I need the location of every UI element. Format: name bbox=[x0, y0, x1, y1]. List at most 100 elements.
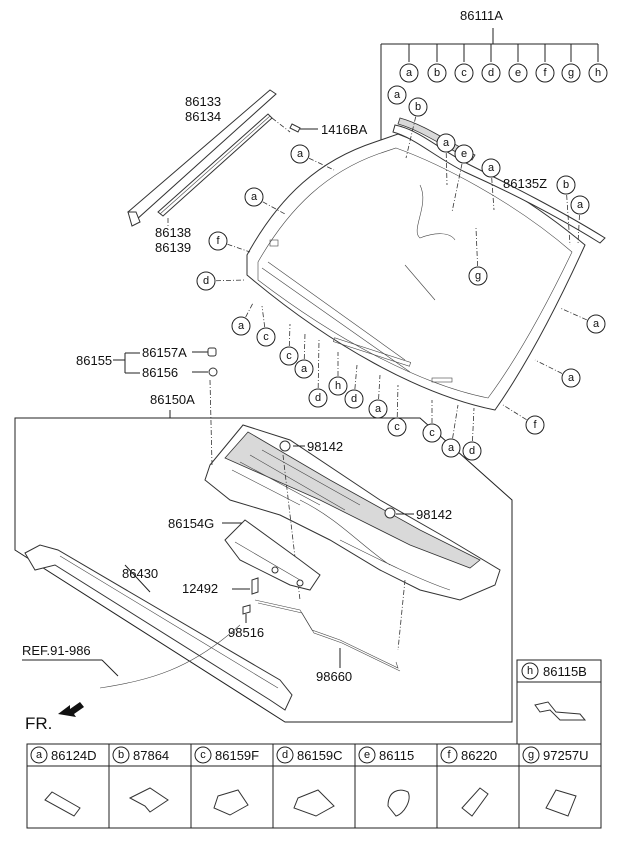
legend-part-number: 86115 bbox=[379, 748, 414, 763]
legend-part-number: 97257U bbox=[543, 748, 589, 763]
callout-bubble bbox=[231, 316, 251, 336]
moulding-label-86138: 86138 bbox=[155, 225, 191, 240]
callout-letter: a bbox=[301, 363, 308, 375]
callout-bubble bbox=[556, 175, 576, 195]
legend-letter-circle bbox=[522, 746, 540, 764]
bolt-label: 1416BA bbox=[321, 122, 368, 137]
screw-label: 12492 bbox=[182, 581, 218, 596]
grommet-label-1: 98142 bbox=[307, 439, 343, 454]
callout-bubble bbox=[256, 327, 276, 347]
legend-part-icon bbox=[213, 789, 249, 816]
legend-letter-circle bbox=[358, 746, 376, 764]
legend-part-icon bbox=[387, 789, 410, 817]
letter-h: h bbox=[595, 67, 601, 79]
callout-bubble bbox=[436, 133, 456, 153]
front-indicator: FR. bbox=[25, 702, 84, 733]
callout-leader bbox=[565, 184, 571, 246]
callout-letter: a bbox=[297, 148, 304, 160]
legend-letter-circle bbox=[194, 746, 212, 764]
callout-letter: d bbox=[203, 275, 209, 287]
callout-leader bbox=[577, 204, 581, 245]
moulding-label-86139: 86139 bbox=[155, 240, 191, 255]
callout-bubble bbox=[441, 438, 461, 458]
callout-leader bbox=[303, 332, 306, 370]
legend-part-icon bbox=[545, 789, 577, 817]
callout-bubble bbox=[586, 314, 606, 334]
legend-letter-circle bbox=[276, 746, 294, 764]
screw-12492: 12492 bbox=[182, 577, 259, 596]
callout-letter: a bbox=[577, 199, 584, 211]
nozzle-label: 98516 bbox=[228, 625, 264, 640]
side-moulding: 86133 86134 86138 86139 bbox=[127, 89, 291, 255]
callout-bubble bbox=[570, 195, 590, 215]
cowl-sub-label-86156: 86156 bbox=[142, 365, 178, 380]
legend-part-icon bbox=[461, 787, 489, 817]
callout-leader bbox=[205, 279, 246, 282]
callout-letter: f bbox=[216, 235, 220, 247]
letter-c: c bbox=[461, 67, 467, 79]
callout-letter: d bbox=[351, 393, 357, 405]
callout-bubble bbox=[328, 376, 348, 396]
callout-bubble bbox=[422, 423, 442, 443]
callout-letter: c bbox=[394, 421, 400, 433]
callout-letter: b bbox=[563, 179, 569, 191]
callout-bubble bbox=[387, 417, 407, 437]
legend-part-number: 86220 bbox=[461, 748, 497, 763]
callout-bubble bbox=[279, 346, 299, 366]
callout-letter: a bbox=[593, 318, 600, 330]
cover-label: 86154G bbox=[168, 516, 214, 531]
legend-letter: e bbox=[364, 749, 370, 761]
nozzle-and-hose: 98516 98660 bbox=[228, 599, 401, 684]
legend-part-number: 87864 bbox=[133, 748, 169, 763]
callout-bubble bbox=[308, 388, 328, 408]
callout-leader bbox=[299, 153, 335, 171]
reference-note: REF.91-986 bbox=[22, 624, 241, 689]
letter-b: b bbox=[434, 67, 440, 79]
wiper-harness-icon bbox=[534, 701, 587, 721]
letter-f: f bbox=[543, 67, 547, 79]
front-label: FR. bbox=[25, 714, 52, 733]
callout-letter: a bbox=[375, 403, 382, 415]
callout-bubble bbox=[468, 266, 488, 286]
callout-letter: e bbox=[461, 148, 467, 160]
callout-bubble bbox=[462, 441, 482, 461]
legend-part-number: 86124D bbox=[51, 748, 97, 763]
moulding-label-86134: 86134 bbox=[185, 109, 221, 124]
callout-letter: h bbox=[335, 380, 341, 392]
callout-letter: a bbox=[251, 191, 258, 203]
legend-part-icon bbox=[293, 789, 335, 817]
callout-bubble bbox=[196, 271, 216, 291]
legend-part-number: 86159C bbox=[297, 748, 343, 763]
legend-letter-circle bbox=[112, 746, 130, 764]
callout-letter: a bbox=[568, 372, 575, 384]
callout-bubble bbox=[561, 368, 581, 388]
windshield-set-label: 86111A bbox=[460, 8, 503, 23]
callout-leader bbox=[559, 307, 597, 325]
callout-letter: c bbox=[429, 427, 435, 439]
legend-letter: c bbox=[200, 749, 206, 761]
callout-leader bbox=[253, 196, 286, 215]
legend-letter: b bbox=[118, 749, 124, 761]
windshield-set-letters: a b c d e f g h bbox=[399, 63, 608, 83]
legend-letter: d bbox=[282, 749, 288, 761]
cover-86154G: 86154G bbox=[168, 516, 321, 591]
callout-leader bbox=[475, 227, 479, 277]
callout-leader bbox=[353, 364, 358, 400]
callout-letter: d bbox=[315, 392, 321, 404]
cowl-group: 86155 86157A 86156 86150A bbox=[76, 345, 218, 418]
callout-leader bbox=[405, 106, 419, 159]
callout-bubble bbox=[368, 399, 388, 419]
cowl-group-label: 86155 bbox=[76, 353, 112, 368]
front-arrow-icon bbox=[58, 702, 84, 717]
cowl-panel-label: 86150A bbox=[150, 392, 195, 407]
callout-bubble bbox=[525, 415, 545, 435]
callout-letter: d bbox=[469, 445, 475, 457]
callout-bubble bbox=[408, 97, 428, 117]
cowl-sub-label-86157A: 86157A bbox=[142, 345, 187, 360]
legend-part-number: 86159F bbox=[215, 748, 259, 763]
moulding-label-86133: 86133 bbox=[185, 94, 221, 109]
hose-label: 98660 bbox=[316, 669, 352, 684]
legend-letter: a bbox=[36, 749, 43, 761]
legend-h-letter: h bbox=[527, 665, 533, 677]
